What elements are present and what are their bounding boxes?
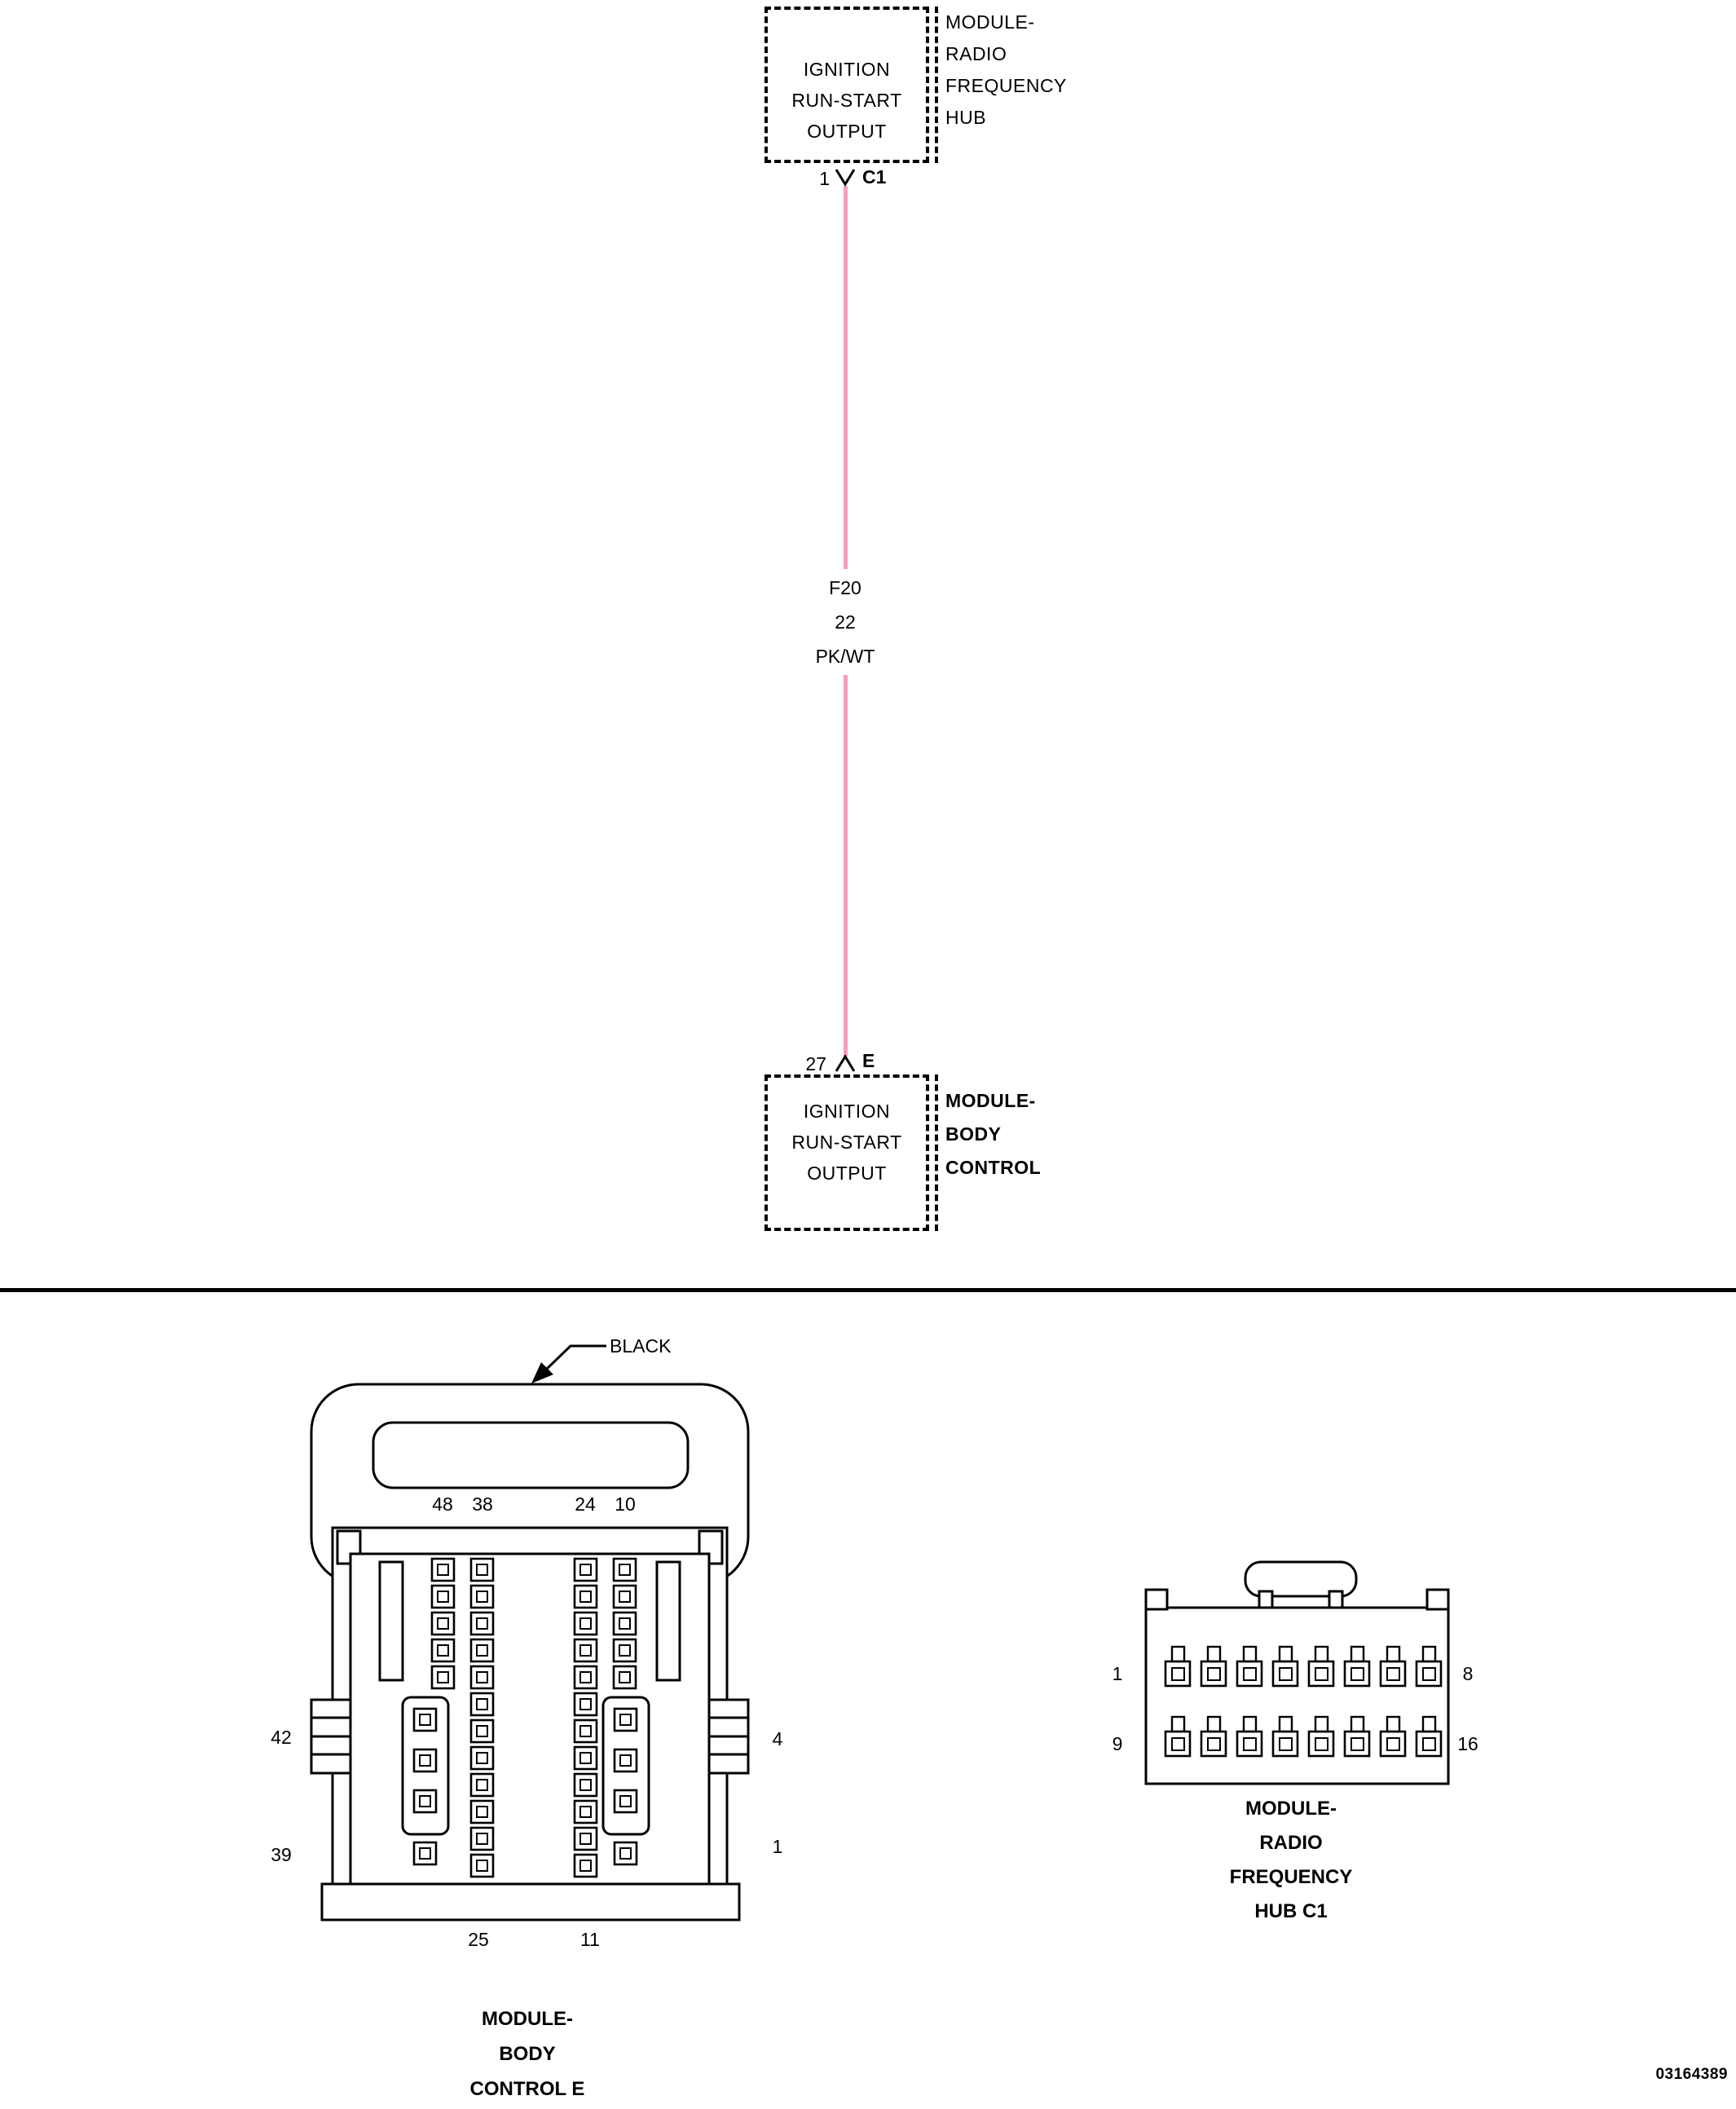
pin-label-1: 1 — [772, 1836, 783, 1857]
wire-circuit-number: F20 — [829, 577, 861, 598]
pin-label-39: 39 — [271, 1844, 292, 1865]
module-name-line: CONTROL — [945, 1157, 1042, 1178]
rf-hub-caption: MODULE- RADIO FREQUENCY HUB C1 — [1169, 1792, 1413, 1929]
caption-line: CONTROL E — [469, 2078, 585, 2100]
pin-label-42: 42 — [271, 1727, 292, 1748]
function-label-line: OUTPUT — [807, 1163, 887, 1184]
module-name-line: RADIO — [945, 43, 1007, 64]
module-name-line: MODULE- — [945, 11, 1035, 33]
rf-hub-pin-number: 1 — [819, 168, 830, 189]
caption-line: FREQUENCY — [1229, 1866, 1353, 1888]
rf-hub-connector-id: C1 — [862, 166, 887, 188]
rf-hub-module-name: MODULE- RADIO FREQUENCY HUB — [945, 7, 1067, 134]
function-label-line: RUN-START — [791, 90, 902, 111]
caption-line: BODY — [499, 2043, 556, 2065]
pin-label-25: 25 — [468, 1929, 489, 1950]
connector-color-callout: BLACK — [610, 1335, 672, 1357]
body-control-caption: MODULE- BODY CONTROL E — [405, 2001, 650, 2107]
caption-line: MODULE- — [482, 2008, 573, 2030]
function-label-line: IGNITION — [803, 1101, 891, 1122]
rf-hub-connector-drawing — [1144, 1560, 1450, 1785]
wire-color-code: PK/WT — [815, 646, 875, 667]
pin-label-48: 48 — [432, 1494, 453, 1515]
pin-label-10: 10 — [615, 1494, 636, 1515]
pin-label-24: 24 — [575, 1494, 596, 1515]
pin-label-11: 11 — [580, 1929, 600, 1950]
wire-gauge: 22 — [835, 611, 856, 633]
rf-hub-function-box: IGNITION RUN-START OUTPUT — [764, 7, 929, 163]
pin-label-rf-9: 9 — [1112, 1733, 1123, 1754]
bcm-connector-id: E — [862, 1050, 875, 1071]
bcm-pin-number: 27 — [805, 1053, 826, 1074]
body-control-connector-drawing — [310, 1383, 750, 1921]
module-name-line: FREQUENCY — [945, 75, 1067, 96]
module-name-line: HUB — [945, 107, 987, 128]
pin-label-rf-16: 16 — [1457, 1733, 1478, 1754]
module-name-line: BODY — [945, 1123, 1002, 1145]
caption-line: HUB C1 — [1254, 1900, 1328, 1922]
caption-line: MODULE- — [1245, 1798, 1337, 1820]
function-label-line: IGNITION — [803, 59, 891, 80]
function-label-line: OUTPUT — [807, 121, 887, 142]
bcm-function-box: IGNITION RUN-START OUTPUT — [764, 1074, 929, 1231]
bcm-module-name: MODULE- BODY CONTROL — [945, 1084, 1041, 1185]
rf-hub-module-boundary-line — [935, 7, 938, 163]
section-divider — [0, 1288, 1736, 1292]
pin-label-rf-8: 8 — [1462, 1663, 1474, 1684]
pin-label-rf-1: 1 — [1112, 1663, 1123, 1684]
caption-line: RADIO — [1259, 1832, 1323, 1854]
function-label-line: RUN-START — [791, 1132, 902, 1153]
module-name-line: MODULE- — [945, 1090, 1036, 1111]
bcm-module-boundary-line — [935, 1074, 938, 1231]
wire-label: F20 22 PK/WT — [780, 569, 910, 675]
pin-label-38: 38 — [472, 1494, 493, 1515]
connector-symbol-bottom — [835, 1054, 856, 1072]
black-callout-leader — [531, 1344, 606, 1383]
pin-label-4: 4 — [772, 1728, 783, 1749]
doc-number: 03164389 — [1655, 2066, 1728, 2083]
connector-symbol-top — [835, 169, 856, 187]
